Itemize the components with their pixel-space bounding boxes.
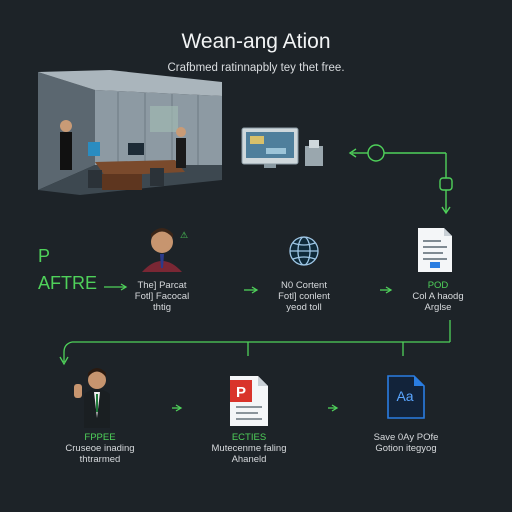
pdf-icon: P [230,376,268,426]
row1-doc-caption: POD Col A haodg Arglse [412,280,464,313]
page-title: Wean-ang Ation [181,30,331,53]
document-icon [418,228,452,272]
connector-middle [59,320,451,366]
monitor-icon [241,127,299,168]
office-illustration [38,70,222,195]
globe-icon [289,236,319,266]
side-label-p: P [38,246,51,266]
side-label-aftre: AFTRE [38,273,98,293]
businessman-icon [74,368,110,428]
person-icon: ⚠ [142,228,188,272]
row1-arrows [104,283,393,294]
page-subtitle: Crafbmed ratinnapbly tey thet free. [167,62,345,74]
connector-top [348,144,453,215]
row2-word-caption: Save 0Ay POfe Gotion itegyog [373,432,439,454]
svg-text:⚠: ⚠ [180,230,188,240]
row1-globe-caption: N0 Cortent Fotl] conlent yeod toll [278,280,330,313]
row2-arrows [172,404,339,412]
word-doc-icon: Aa [387,375,425,419]
row2-person-caption: FPPEE Cruseoe inading thtrarmed [65,432,135,465]
row2-pdf-caption: ECTIES Mutecenme faling Ahaneld [211,432,287,465]
row1-person-caption: The] Parcat Fotl] Facocal thtig [134,280,190,313]
word-icon-text: Aa [396,388,413,404]
svg-text:P: P [236,384,246,401]
printer-icon [305,140,323,166]
